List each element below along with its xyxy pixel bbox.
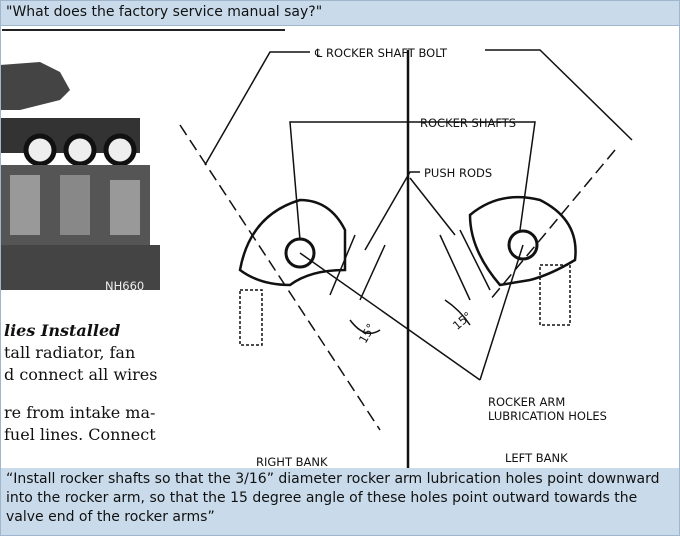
label-lubrication-holes: LUBRICATION HOLES [488, 409, 607, 423]
header-title: "What does the factory service manual sa… [0, 0, 680, 26]
scan-text-line: tall radiator, fan [4, 343, 135, 362]
scan-text-line: lies Installed [4, 321, 120, 340]
engine-photo: NH660 [0, 62, 170, 300]
label-angle-right: 15° [450, 309, 475, 333]
scan-text-line: re from intake ma- [4, 403, 155, 422]
caption-quote: “Install rocker shafts so that the 3/16”… [0, 468, 680, 536]
scan-text-line: fuel lines. Connect [4, 425, 156, 444]
label-angle-left: 15° [356, 321, 378, 346]
label-rocker-arm: ROCKER ARM [488, 395, 565, 409]
label-left-bank: LEFT BANK [505, 451, 568, 465]
label-rocker-shafts: ROCKER SHAFTS [420, 116, 516, 130]
rocker-shaft-diagram: NH660 lies Installed tall radiator, fan … [0, 29, 633, 468]
label-push-rods: PUSH RODS [424, 166, 492, 180]
photo-label: NH660 [105, 279, 144, 293]
scan-text-line: d connect all wires [4, 365, 157, 384]
label-right-bank: RIGHT BANK [256, 455, 328, 468]
label-rocker-shaft-bolt: ℄ ROCKER SHAFT BOLT [314, 46, 448, 60]
